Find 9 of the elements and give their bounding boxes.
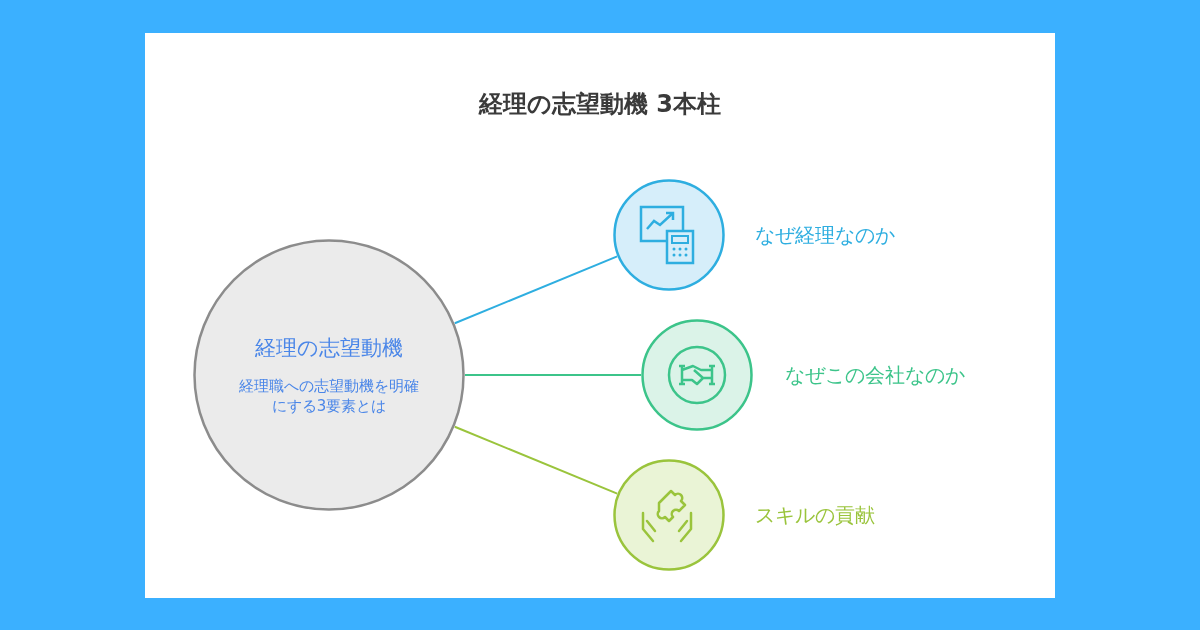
connector-line [453,425,619,495]
pillar-label: なぜ経理なのか [755,222,895,249]
circle-description: 経理職への志望動機を明確にする3要素とは [238,376,420,416]
title: 経理の志望動機 3本柱 [478,89,722,120]
connector-line [464,374,642,376]
connector-line [453,255,619,325]
pillar-label: スキルの貢献 [755,502,875,529]
pillar-label: なぜこの会社なのか [785,362,965,389]
circle-heading: 経理の志望動機 [255,335,403,362]
